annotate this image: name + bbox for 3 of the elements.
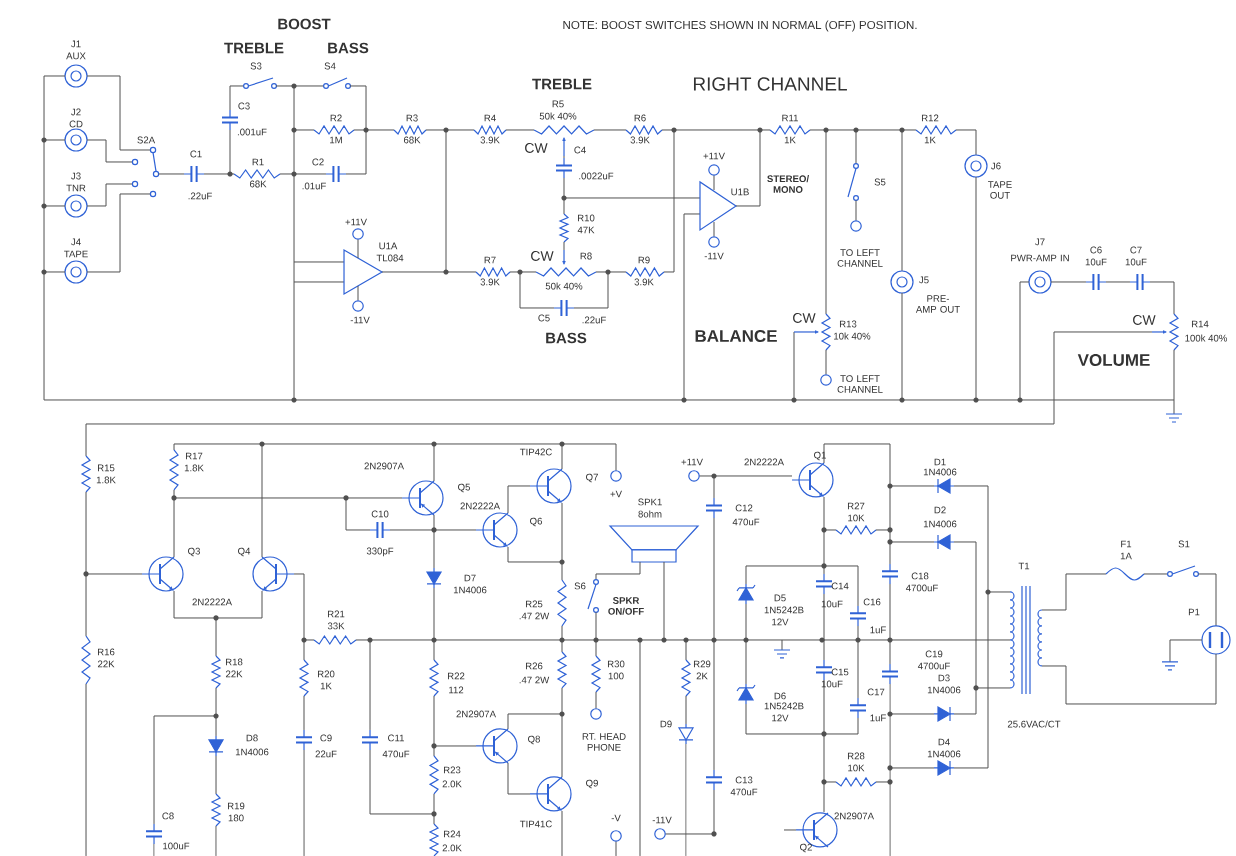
section-heading: BALANCE [695,330,777,342]
section-title: RIGHT CHANNEL [694,77,847,91]
section-heading: VOLUME [1077,354,1150,366]
